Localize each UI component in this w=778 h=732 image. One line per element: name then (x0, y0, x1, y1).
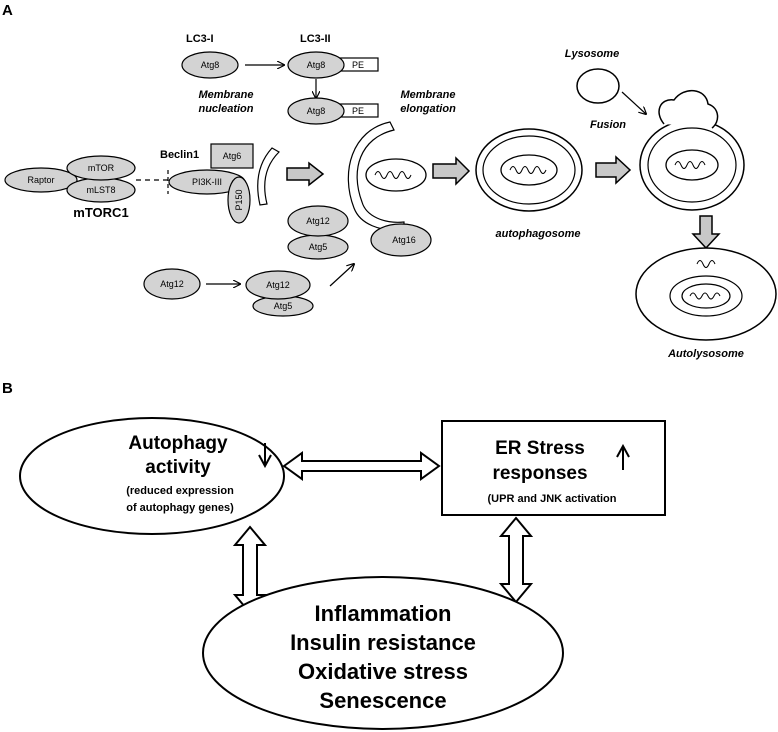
fusion-label: Fusion (590, 119, 626, 131)
lc3-i-label: LC3-I (186, 33, 214, 45)
er-stress-node (441, 420, 666, 516)
arrow-to-elongation (286, 161, 325, 187)
lysosome-fusion-bulge (658, 90, 719, 129)
cristae-4 (689, 292, 721, 300)
membrane-elongation-line1: Membrane (400, 89, 455, 101)
panel-b-label: B (2, 380, 13, 397)
mtor (66, 155, 136, 181)
beclin1-label: Beclin1 (160, 149, 199, 161)
raptor-label: Raptor (27, 175, 54, 185)
autophagy-line1: Autophagy (128, 433, 228, 454)
atg12-conjugate (245, 270, 311, 300)
autophagy-line2: activity (145, 457, 211, 478)
cristae-1 (374, 171, 412, 179)
mtor-label: mTOR (88, 163, 115, 173)
cargo-mitochondrion-3 (665, 149, 719, 181)
membrane-nucleation-line2: nucleation (198, 103, 253, 115)
phagophore-crescent (257, 147, 280, 206)
cargo-mitochondrion-1 (365, 158, 427, 192)
atg12-complex-label: Atg12 (306, 216, 330, 226)
autophagy-activity-node (19, 417, 285, 535)
atg12-conjugate-label: Atg12 (266, 280, 290, 290)
atg8-membrane-bound-label: Atg8 (307, 106, 326, 116)
autophagosome-label: autophagosome (496, 228, 581, 240)
outcomes-node (202, 576, 564, 730)
arrow-to-fusion (595, 155, 632, 185)
atg8-membrane-bound (287, 97, 345, 125)
atg8-lc3-ii-label: Atg8 (307, 60, 326, 70)
lysosome-label: Lysosome (565, 48, 619, 60)
insulin-resistance-label: Insulin resistance (290, 630, 476, 655)
double-arrow-er-outcomes (498, 516, 534, 604)
arrow-lysosome-fusion (621, 91, 646, 114)
mlst8-label: mLST8 (86, 185, 115, 195)
atg8-lc3-ii (287, 51, 345, 79)
oxidative-stress-label: Oxidative stress (298, 659, 468, 684)
pe-label-2: PE (352, 106, 364, 116)
atg12-free (143, 268, 201, 300)
panel-a-label: A (2, 2, 13, 19)
senescence-label: Senescence (319, 688, 446, 713)
membrane-elongation-line2: elongation (400, 103, 456, 115)
membrane-nucleation-line1: Membrane (198, 89, 253, 101)
atg16 (370, 223, 432, 257)
atg8-lc3-i (181, 51, 239, 79)
inflammation-label: Inflammation (315, 601, 452, 626)
atg5-complex-label: Atg5 (309, 242, 328, 252)
er-line2: responses (492, 463, 587, 484)
p150-label: P150 (234, 189, 244, 210)
cargo-mitochondrion-2 (500, 154, 558, 186)
degraded-fragment (696, 260, 716, 268)
er-line1: ER Stress (495, 438, 585, 459)
atg6-label: Atg6 (223, 151, 242, 161)
atg6 (210, 143, 254, 169)
atg5-conjugate-label: Atg5 (274, 301, 293, 311)
mtorc1-label: mTORC1 (73, 205, 128, 220)
cristae-2 (509, 166, 547, 174)
autophagy-line3: (reduced expression (126, 485, 234, 497)
autolysosome-label: Autolysosome (667, 348, 744, 360)
atg16-label: Atg16 (392, 235, 416, 245)
arrow-to-autophagosome (432, 156, 471, 186)
lysosome (576, 68, 620, 104)
raptor (4, 167, 78, 193)
cristae-3 (674, 161, 706, 169)
autophagy-line4: of autophagy genes) (126, 502, 234, 514)
pi3k-iii-label: PI3K-III (192, 177, 222, 187)
atg8-lc3-i-label: Atg8 (201, 60, 220, 70)
pe-label-1: PE (352, 60, 364, 70)
arrow-to-autolysosome (691, 215, 721, 250)
atg12-free-label: Atg12 (160, 279, 184, 289)
er-line3: (UPR and JNK activation (488, 493, 617, 505)
arrow-to-complex (329, 264, 354, 287)
atg12-complex (287, 205, 349, 237)
p150 (227, 176, 251, 224)
double-arrow-autophagy-er (282, 451, 441, 481)
cargo-mitochondrion-4 (681, 283, 731, 309)
lc3-ii-label: LC3-II (300, 33, 331, 45)
